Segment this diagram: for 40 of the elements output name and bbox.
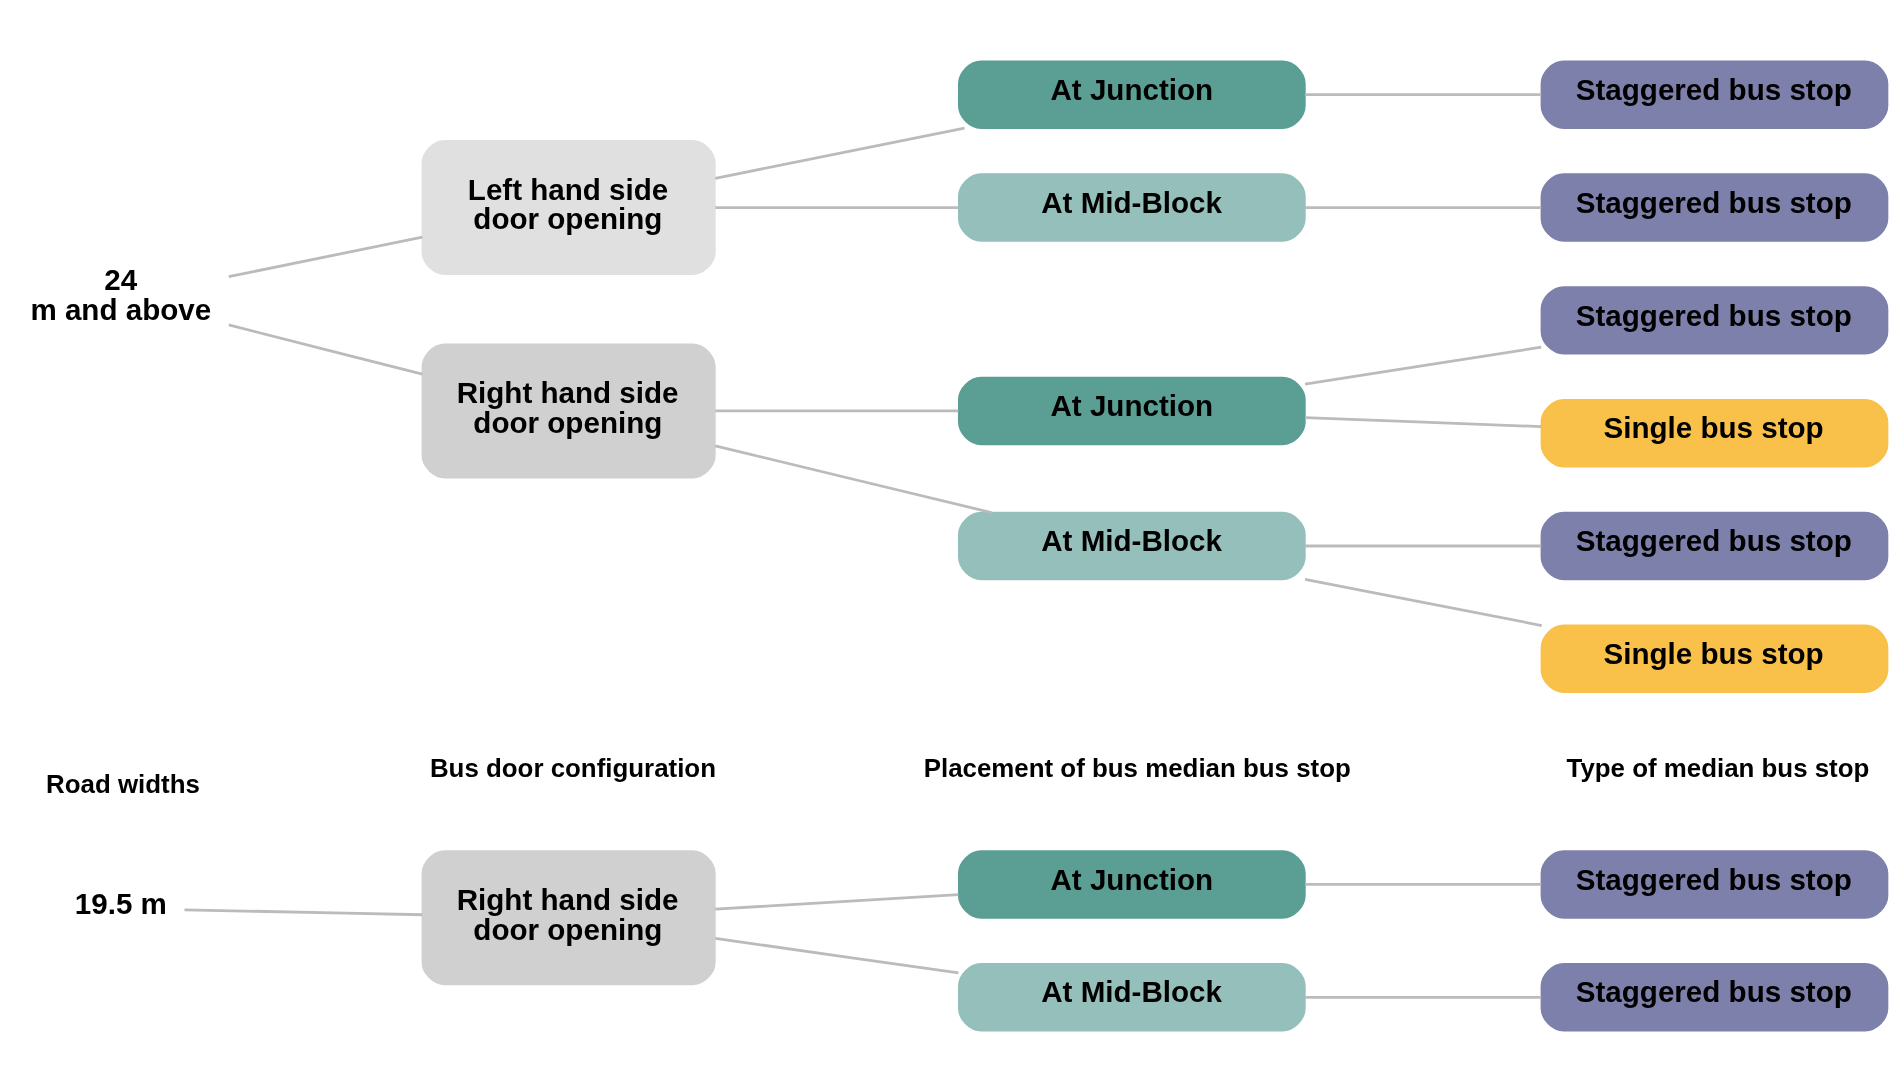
connector: [1304, 345, 1542, 386]
node-box: Staggered bus stop: [1540, 172, 1889, 242]
connector: [1305, 205, 1542, 209]
connector: [228, 323, 423, 376]
connector: [715, 409, 959, 412]
node-box: At Junction: [957, 59, 1306, 129]
node-box: Right hand side door opening: [421, 849, 716, 985]
node-box: Single bus stop: [1540, 624, 1889, 693]
node-box: At Mid-Block: [957, 511, 1306, 580]
connector: [1305, 92, 1542, 96]
connector: [1305, 995, 1542, 999]
connector: [714, 444, 992, 514]
node-box: At Junction: [957, 376, 1306, 445]
node-text: 19.5 m: [74, 886, 167, 920]
connector: [1305, 544, 1542, 547]
node-box: At Junction: [957, 849, 1306, 919]
node-box: Staggered bus stop: [1540, 285, 1889, 355]
node-box: Staggered bus stop: [1540, 59, 1889, 129]
connector: [228, 235, 423, 278]
node-box: Staggered bus stop: [1540, 511, 1889, 580]
label: Bus door configuration: [429, 753, 716, 782]
connector: [184, 907, 423, 916]
connector: [715, 205, 959, 209]
node-box: Left hand side door opening: [421, 139, 716, 275]
label: Placement of bus median bus stop: [923, 753, 1351, 782]
node-box: Staggered bus stop: [1540, 962, 1889, 1032]
connector: [715, 892, 959, 911]
connector: [1305, 415, 1542, 428]
node-box: Single bus stop: [1540, 398, 1889, 467]
node-box: At Mid-Block: [957, 962, 1306, 1032]
connector: [1304, 577, 1542, 627]
node-box: Staggered bus stop: [1540, 849, 1889, 919]
node-text: 24 m and above: [30, 262, 212, 326]
node-box: Right hand side door opening: [421, 342, 716, 478]
connector: [715, 126, 965, 180]
connector: [715, 936, 959, 974]
label: Road widths: [46, 769, 200, 798]
connector: [1305, 882, 1542, 886]
label: Type of median bus stop: [1566, 753, 1870, 782]
node-box: At Mid-Block: [957, 172, 1306, 242]
